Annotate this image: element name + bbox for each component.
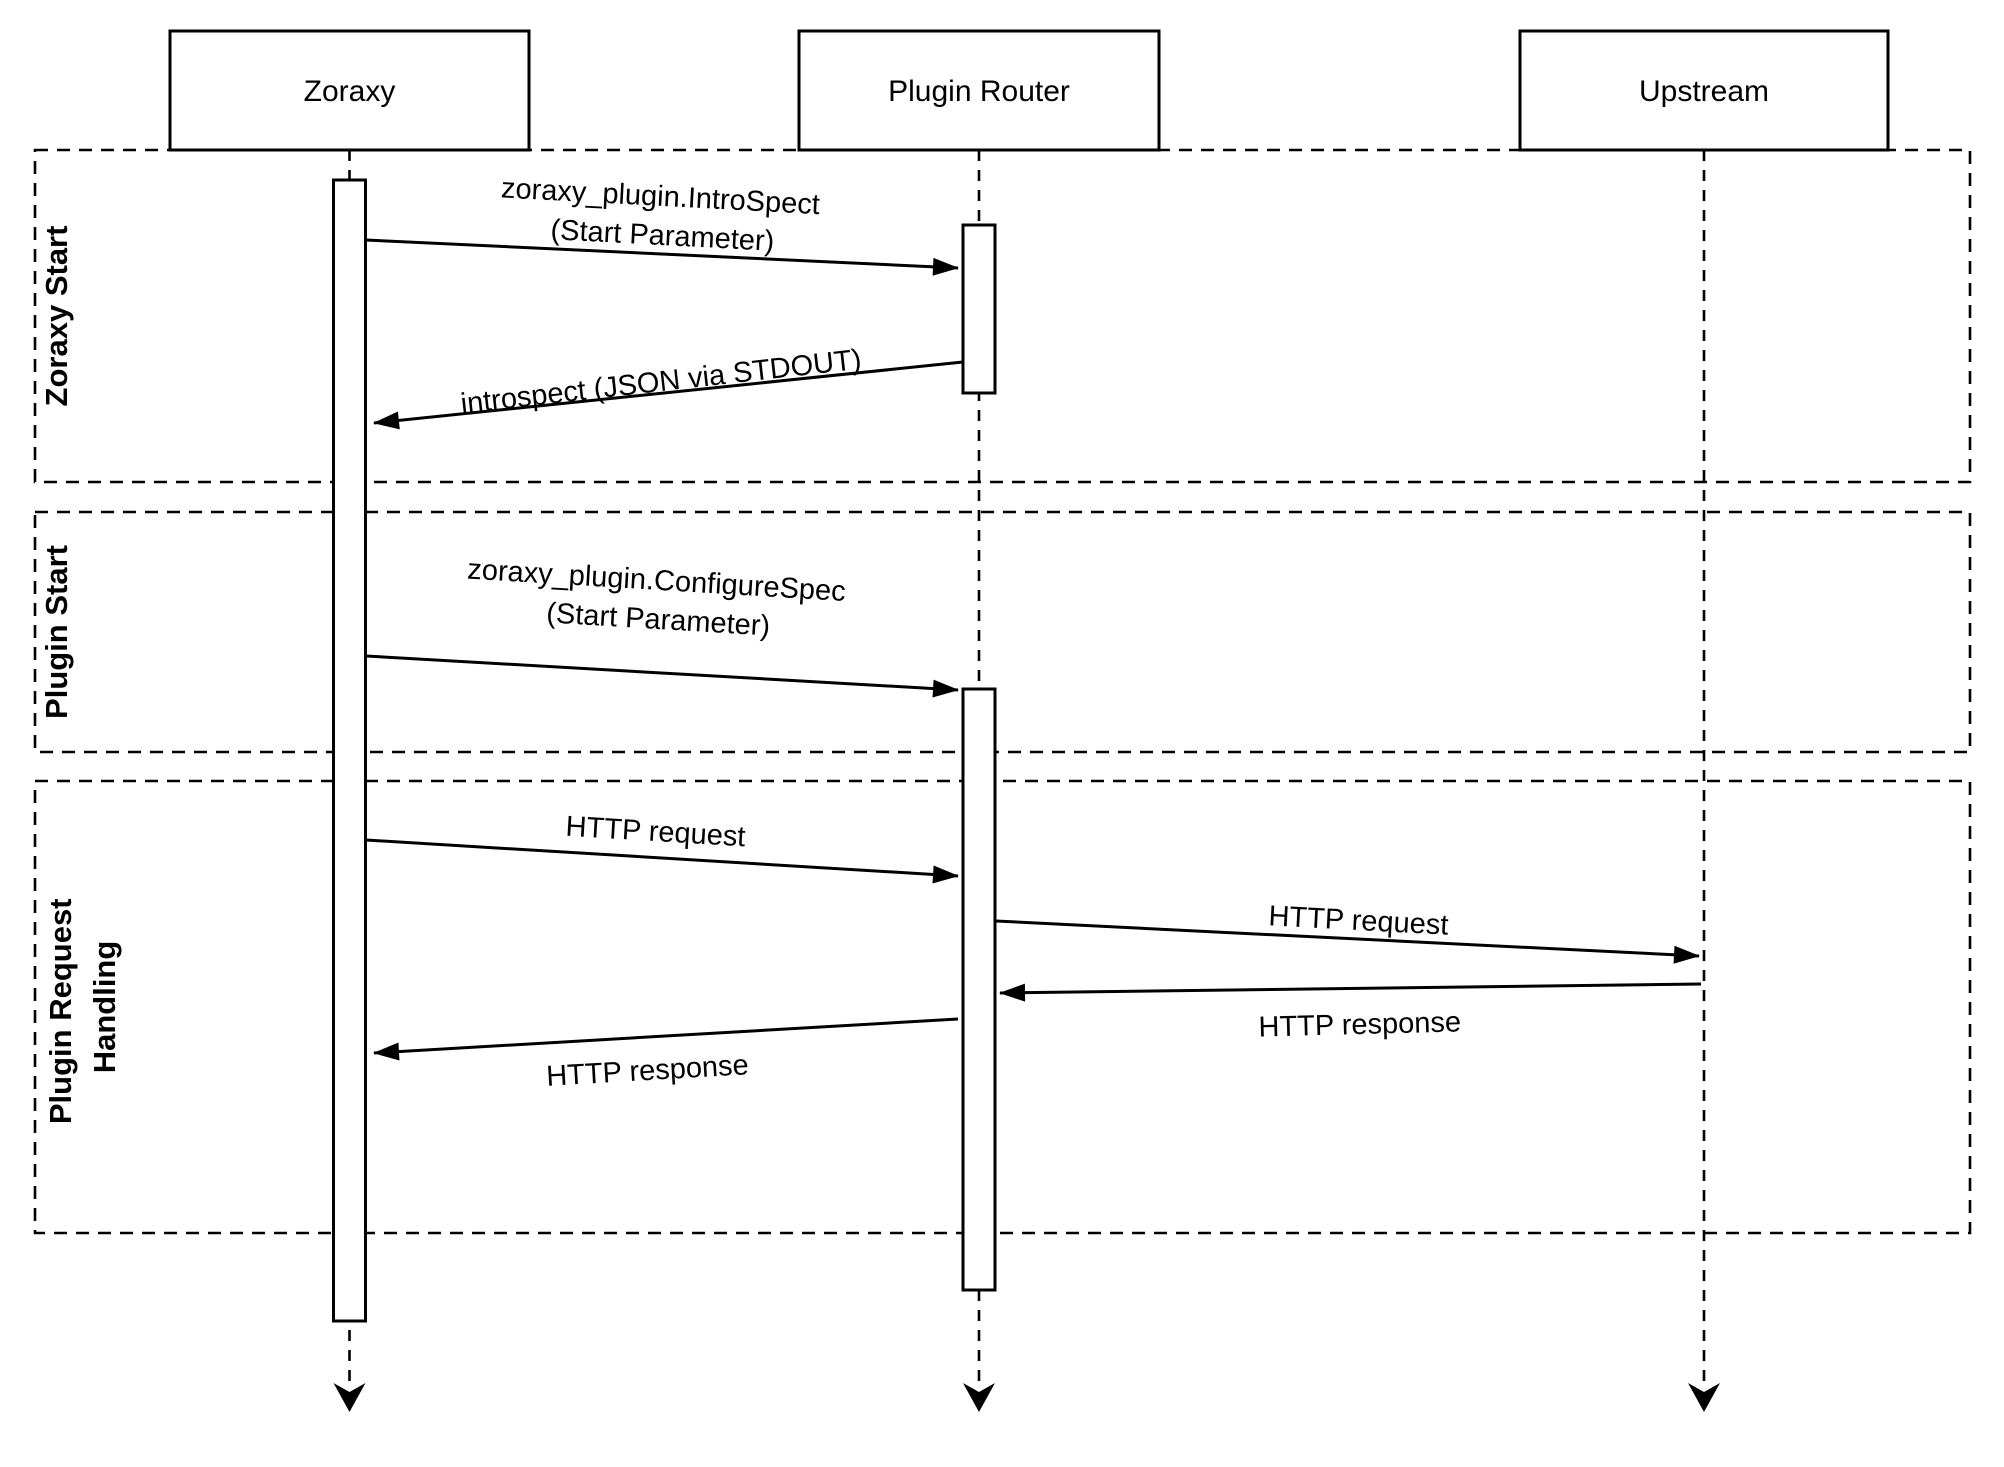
message-http-response-out-label: HTTP response	[545, 1049, 749, 1093]
activation-bar-plugin-router-main	[961, 687, 997, 1292]
participant-zoraxy: Zoraxy	[168, 29, 531, 152]
section-label-plugin-start: Plugin Start	[39, 545, 74, 719]
message-configure-call-label: zoraxy_plugin.ConfigureSpec (Start Param…	[464, 554, 854, 648]
participant-upstream: Upstream	[1518, 29, 1890, 152]
section-label-plugin-request-handling: Plugin Request Handling	[43, 890, 122, 1124]
participant-zoraxy-label: Zoraxy	[304, 75, 396, 108]
lifeline-end-arrow-icon	[1688, 1383, 1720, 1412]
message-configure-call: zoraxy_plugin.ConfigureSpec (Start Param…	[365, 554, 959, 698]
section-plugin-start	[33, 510, 1972, 754]
message-http-request-in-label: HTTP request	[565, 811, 747, 854]
message-introspect-return-label: introspect (JSON via STDOUT)	[459, 344, 863, 421]
section-zoraxy-start	[33, 148, 1972, 484]
message-http-request-upstream: HTTP request	[995, 900, 1700, 964]
message-http-response-upstream: HTTP response	[999, 982, 1702, 1044]
activation-bar-zoraxy	[332, 178, 367, 1323]
message-introspect-call: zoraxy_plugin.IntroSpect (Start Paramete…	[365, 172, 959, 276]
participant-plugin-router-label: Plugin Router	[888, 75, 1070, 108]
section-plugin-request-handling	[33, 779, 1972, 1235]
lifeline-end-arrow-icon	[333, 1383, 366, 1412]
message-http-response-out: HTTP response	[373, 1017, 959, 1093]
participant-upstream-label: Upstream	[1639, 75, 1769, 108]
message-introspect-return: introspect (JSON via STDOUT)	[373, 344, 964, 430]
lifeline-end-arrow-icon	[963, 1383, 995, 1412]
section-label-zoraxy-start: Zoraxy Start	[39, 226, 74, 407]
message-http-request-in: HTTP request	[365, 811, 959, 884]
participant-plugin-router: Plugin Router	[797, 29, 1161, 152]
message-http-response-upstream-label: HTTP response	[1258, 1006, 1461, 1043]
activation-bar-plugin-router-introspect	[961, 223, 997, 395]
